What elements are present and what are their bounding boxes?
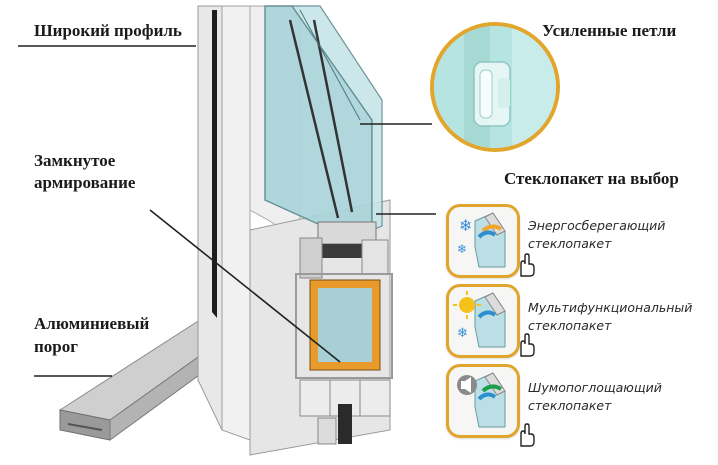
option-soundproof-line1[interactable]: Шумопоглощающий: [528, 380, 662, 395]
glass-panes: [264, 5, 383, 239]
option-badge-soundproof[interactable]: [446, 364, 520, 438]
label-closed-reinforcement-line1: Замкнутое: [34, 151, 116, 170]
label-wide-profile: Широкий профиль: [34, 21, 182, 40]
svg-text:❄: ❄: [457, 326, 468, 341]
hand-cursor-icon: [520, 333, 535, 357]
option-soundproof-line2[interactable]: стеклопакет: [528, 398, 612, 413]
label-glass-unit-choice: Стеклопакет на выбор: [504, 169, 679, 188]
option-energy-saving-line2[interactable]: стеклопакет: [528, 236, 612, 251]
label-aluminum-threshold-line2: порог: [34, 337, 78, 356]
hand-cursor-icon: [520, 253, 535, 277]
option-energy-saving-line1[interactable]: Энергосберегающий: [528, 218, 666, 233]
closed-reinforcement: [295, 273, 393, 379]
svg-text:❄: ❄: [457, 242, 467, 256]
label-closed-reinforcement-line2: армирование: [34, 173, 136, 192]
snowflake-icon: ❄ ❄: [457, 212, 506, 268]
hinge-closeup: [430, 22, 560, 152]
hand-cursor-icon: [520, 423, 535, 447]
svg-text:❄: ❄: [459, 216, 472, 235]
profile-chambers: [299, 379, 391, 445]
label-reinforced-hinges: Усиленные петли: [542, 21, 677, 40]
label-aluminum-threshold-line1: Алюминиевый: [34, 314, 150, 333]
hinge-icon: [434, 26, 556, 148]
option-multifunctional-line2[interactable]: стеклопакет: [528, 318, 612, 333]
option-multifunctional-line1[interactable]: Мультифункциональный: [528, 300, 693, 315]
speaker-icon: [457, 372, 506, 428]
sun-snow-icon: ❄: [453, 291, 506, 348]
option-badge-energy-saving[interactable]: ❄ ❄: [446, 204, 520, 278]
option-badge-multifunctional[interactable]: ❄: [446, 284, 520, 358]
leader-reinforcement: [149, 209, 341, 363]
leader-lines: [18, 45, 436, 377]
